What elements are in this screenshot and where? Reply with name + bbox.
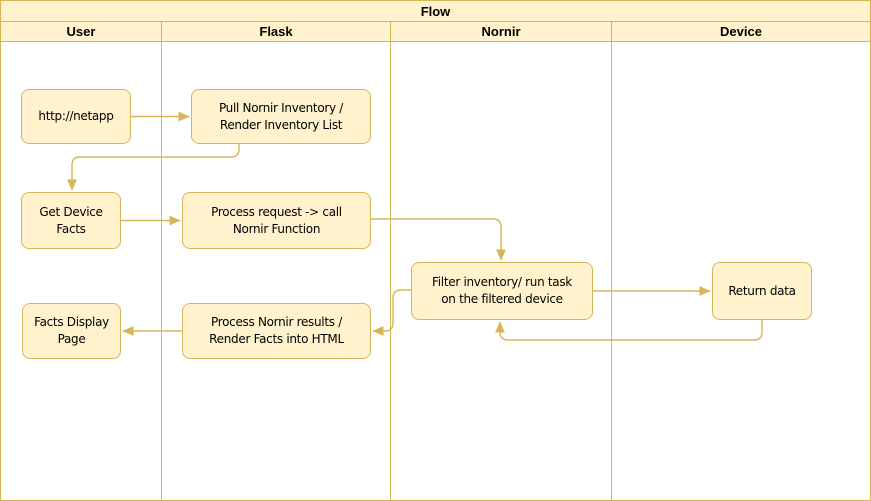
node-process-results: Process Nornir results / Render Facts in… xyxy=(182,303,371,359)
node-facts-display: Facts Display Page xyxy=(22,303,121,359)
lane-header-flask: Flask xyxy=(162,22,391,42)
arrow-return-data-to-filter-inventory xyxy=(495,320,763,341)
node-return-data: Return data xyxy=(712,262,812,320)
lane-header-row: User Flask Nornir Device xyxy=(1,22,870,42)
lane-divider-nornir-device xyxy=(611,42,612,500)
arrow-pull-inventory-to-get-device-facts xyxy=(67,144,240,191)
node-http-netapp: http://netapp xyxy=(21,89,131,144)
lane-divider-user-flask xyxy=(161,42,162,500)
lane-header-device: Device xyxy=(612,22,870,42)
arrow-filter-inventory-to-process-results xyxy=(372,289,411,336)
lane-header-user: User xyxy=(1,22,162,42)
lane-divider-flask-nornir xyxy=(390,42,391,500)
node-get-device-facts: Get Device Facts xyxy=(21,192,121,249)
lane-header-nornir: Nornir xyxy=(391,22,612,42)
node-process-request: Process request -> call Nornir Function xyxy=(182,192,371,249)
diagram-title: Flow xyxy=(1,1,870,22)
node-filter-inventory: Filter inventory/ run task on the filter… xyxy=(411,262,593,320)
node-pull-inventory: Pull Nornir Inventory / Render Inventory… xyxy=(191,89,371,144)
